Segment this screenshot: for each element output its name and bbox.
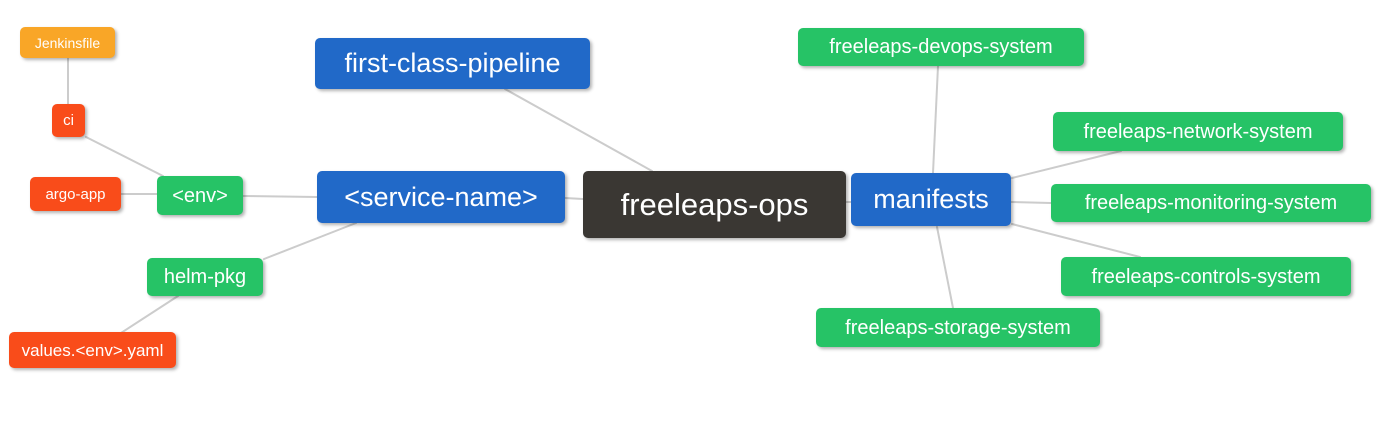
- node-env[interactable]: <env>: [157, 176, 243, 215]
- edge-manifests-to-freeleaps-storage-system: [936, 226, 954, 309]
- node-service-name[interactable]: <service-name>: [317, 171, 565, 223]
- edge-service-name-to-freeleaps-ops: [564, 197, 584, 200]
- edge-service-name-to-helm-pkg: [263, 222, 357, 260]
- node-first-class-pipeline[interactable]: first-class-pipeline: [315, 38, 590, 89]
- node-values-env-yaml[interactable]: values.<env>.yaml: [9, 332, 176, 368]
- node-manifests[interactable]: manifests: [851, 173, 1011, 226]
- edge-first-class-pipeline-to-freeleaps-ops: [504, 88, 653, 172]
- edge-helm-pkg-to-values-env-yaml: [120, 295, 179, 334]
- node-jenkinsfile[interactable]: Jenkinsfile: [20, 27, 115, 58]
- node-freeleaps-monitoring-system[interactable]: freeleaps-monitoring-system: [1051, 184, 1371, 222]
- node-freeleaps-controls-system[interactable]: freeleaps-controls-system: [1061, 257, 1351, 296]
- edge-ci-to-env: [85, 136, 164, 177]
- node-argo-app[interactable]: argo-app: [30, 177, 121, 211]
- node-ci[interactable]: ci: [52, 104, 85, 137]
- node-freeleaps-storage-system[interactable]: freeleaps-storage-system: [816, 308, 1100, 347]
- node-freeleaps-network-system[interactable]: freeleaps-network-system: [1053, 112, 1343, 151]
- edge-manifests-to-freeleaps-monitoring-system: [1010, 201, 1052, 204]
- edge-manifests-to-freeleaps-devops-system: [932, 65, 939, 174]
- node-helm-pkg[interactable]: helm-pkg: [147, 258, 263, 296]
- node-freeleaps-ops[interactable]: freeleaps-ops: [583, 171, 846, 238]
- node-freeleaps-devops-system[interactable]: freeleaps-devops-system: [798, 28, 1084, 66]
- edge-manifests-to-freeleaps-controls-system: [1011, 223, 1141, 258]
- edge-manifests-to-freeleaps-network-system: [1011, 150, 1122, 179]
- edge-env-to-service-name: [242, 195, 318, 198]
